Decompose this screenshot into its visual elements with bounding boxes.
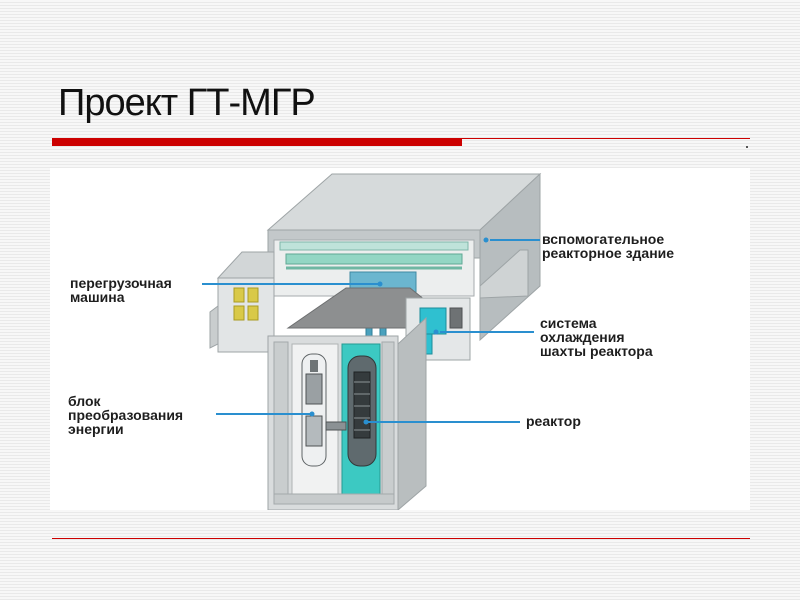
- reactor-cutaway-illustration: [202, 172, 542, 510]
- crane-rail-top: [279, 241, 469, 251]
- label-reactor-line1: реактор: [526, 413, 581, 429]
- fuel-storage-1: [233, 287, 245, 303]
- fuel-storage-2: [247, 287, 259, 303]
- label-refueling-machine: перегрузочная машина: [70, 276, 172, 304]
- aux-building-roof: [479, 249, 529, 299]
- fuel-storage-3: [233, 305, 245, 321]
- label-power-conversion-line3: энергии: [68, 421, 124, 437]
- label-refueling-machine-line2: машина: [70, 289, 125, 305]
- left-wing-roof: [216, 251, 275, 279]
- title-rule-thick: [52, 138, 462, 146]
- label-aux-building-line2: реакторное здание: [542, 245, 675, 261]
- fuel-storage-4: [247, 305, 259, 321]
- footer-rule: [52, 538, 750, 539]
- label-power-conversion-line2: преобразования: [68, 407, 184, 423]
- cross-duct: [325, 421, 347, 431]
- label-refueling-machine-line1: перегрузочная: [70, 275, 172, 291]
- label-cavity-cooling: система охлаждения шахты реактора: [540, 316, 653, 358]
- label-cavity-cooling-line3: шахты реактора: [540, 343, 653, 359]
- label-cavity-cooling-line1: система: [540, 315, 597, 331]
- silo-wall-left: [273, 341, 289, 503]
- building-side-wall: [479, 172, 541, 342]
- slide-title: Проект ГТ-МГР: [58, 82, 316, 124]
- diagram-panel: вспомогательное реакторное здание перегр…: [50, 168, 750, 510]
- rule-end-dot: [746, 146, 748, 148]
- silo-floor: [273, 493, 395, 505]
- crane-gantry: [285, 253, 463, 265]
- label-aux-building: вспомогательное реакторное здание: [542, 232, 674, 260]
- label-aux-building-line1: вспомогательное: [542, 231, 665, 247]
- left-wing: [217, 277, 275, 353]
- silo-side: [397, 316, 427, 510]
- label-reactor: реактор: [526, 414, 581, 428]
- label-cavity-cooling-line2: охлаждения: [540, 329, 625, 345]
- label-power-conversion-line1: блок: [68, 393, 101, 409]
- label-power-conversion: блок преобразования энергии: [68, 394, 183, 436]
